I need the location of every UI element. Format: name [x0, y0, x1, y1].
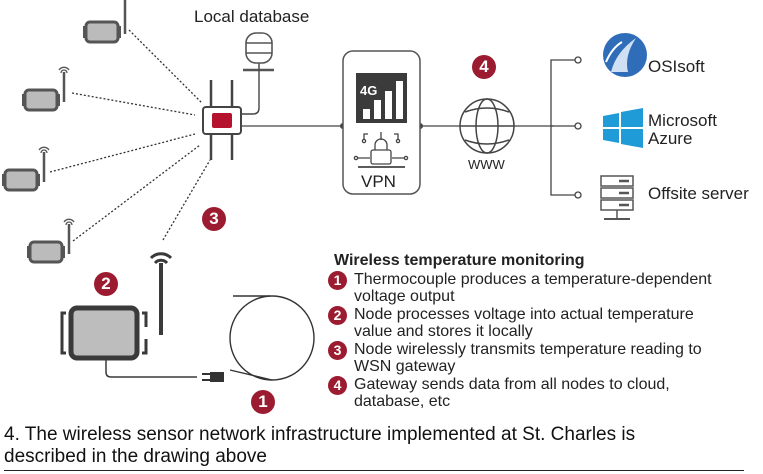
main-sensor-node-icon	[60, 252, 197, 378]
sensor-node-icon	[83, 0, 127, 44]
legend-text-line: voltage output	[354, 288, 455, 305]
legend-item: 2 Node processes voltage into actual tem…	[328, 306, 763, 340]
local-database-label: Local database	[194, 7, 310, 26]
legend-badge: 3	[328, 341, 347, 360]
legend-item: 4 Gateway sends data from all nodes to c…	[328, 376, 763, 410]
database-link	[240, 70, 260, 115]
legend-text-line: Thermocouple produces a temperature-depe…	[354, 271, 712, 288]
legend-text-line: database, etc	[354, 393, 451, 410]
server-icon	[600, 175, 634, 220]
sensor-node-icon	[27, 218, 75, 264]
legend-text-line: value and stores it locally	[354, 323, 533, 340]
legend-title: Wireless temperature monitoring	[334, 252, 585, 269]
wireless-links	[49, 29, 211, 242]
legend-item: 3 Node wirelessly transmits temperature …	[328, 341, 763, 375]
link-node-4	[72, 144, 201, 242]
caption-line: described in the drawing above	[4, 446, 268, 467]
osisoft-label: OSIsoft	[648, 57, 705, 76]
legend-text-line: WSN gateway	[354, 358, 456, 375]
legend: Wireless temperature monitoring 1 Thermo…	[328, 251, 763, 411]
step-badge-4: 4	[472, 55, 496, 79]
osisoft-logo-icon	[603, 33, 647, 77]
www-label: WWW	[468, 157, 505, 172]
vpn-router-box	[342, 50, 421, 195]
azure-label-line2: Azure	[648, 129, 693, 148]
link-node-main	[162, 159, 211, 241]
gateway-icon	[202, 80, 242, 160]
vpn-label: VPN	[361, 172, 396, 191]
divider	[4, 470, 744, 471]
link-node-1	[128, 29, 203, 104]
legend-text-line: Node processes voltage into actual tempe…	[354, 306, 694, 323]
azure-label: Microsoft Azure	[648, 112, 717, 148]
caption-line: 4. The wireless sensor network infrastru…	[4, 424, 636, 445]
legend-badge: 2	[328, 306, 347, 325]
legend-item: 1 Thermocouple produces a temperature-de…	[328, 271, 763, 305]
link-node-2	[71, 92, 196, 116]
azure-logo-icon	[603, 108, 643, 148]
cellular-4g-label: 4G	[360, 83, 378, 98]
step-badge-2: 2	[94, 272, 118, 296]
thermocouple-icon	[202, 295, 315, 382]
vpn-lock-icon	[353, 132, 409, 168]
step-badge-3: 3	[202, 207, 226, 231]
legend-text-line: Node wirelessly transmits temperature re…	[354, 341, 702, 358]
step-badge-1: 1	[251, 390, 275, 414]
sensor-node-icon	[2, 146, 50, 192]
legend-badge: 1	[328, 271, 347, 290]
destination-bracket	[550, 56, 582, 199]
legend-badge: 4	[328, 376, 347, 395]
azure-label-line1: Microsoft	[648, 111, 717, 130]
database-icon	[243, 32, 274, 72]
figure-caption: 4. The wireless sensor network infrastru…	[4, 424, 635, 468]
sensor-node-icon	[22, 66, 70, 112]
globe-icon	[459, 98, 515, 154]
link-node-3	[49, 133, 196, 173]
offsite-server-label: Offsite server	[648, 184, 749, 203]
legend-text-line: Gateway sends data from all nodes to clo…	[354, 376, 670, 393]
